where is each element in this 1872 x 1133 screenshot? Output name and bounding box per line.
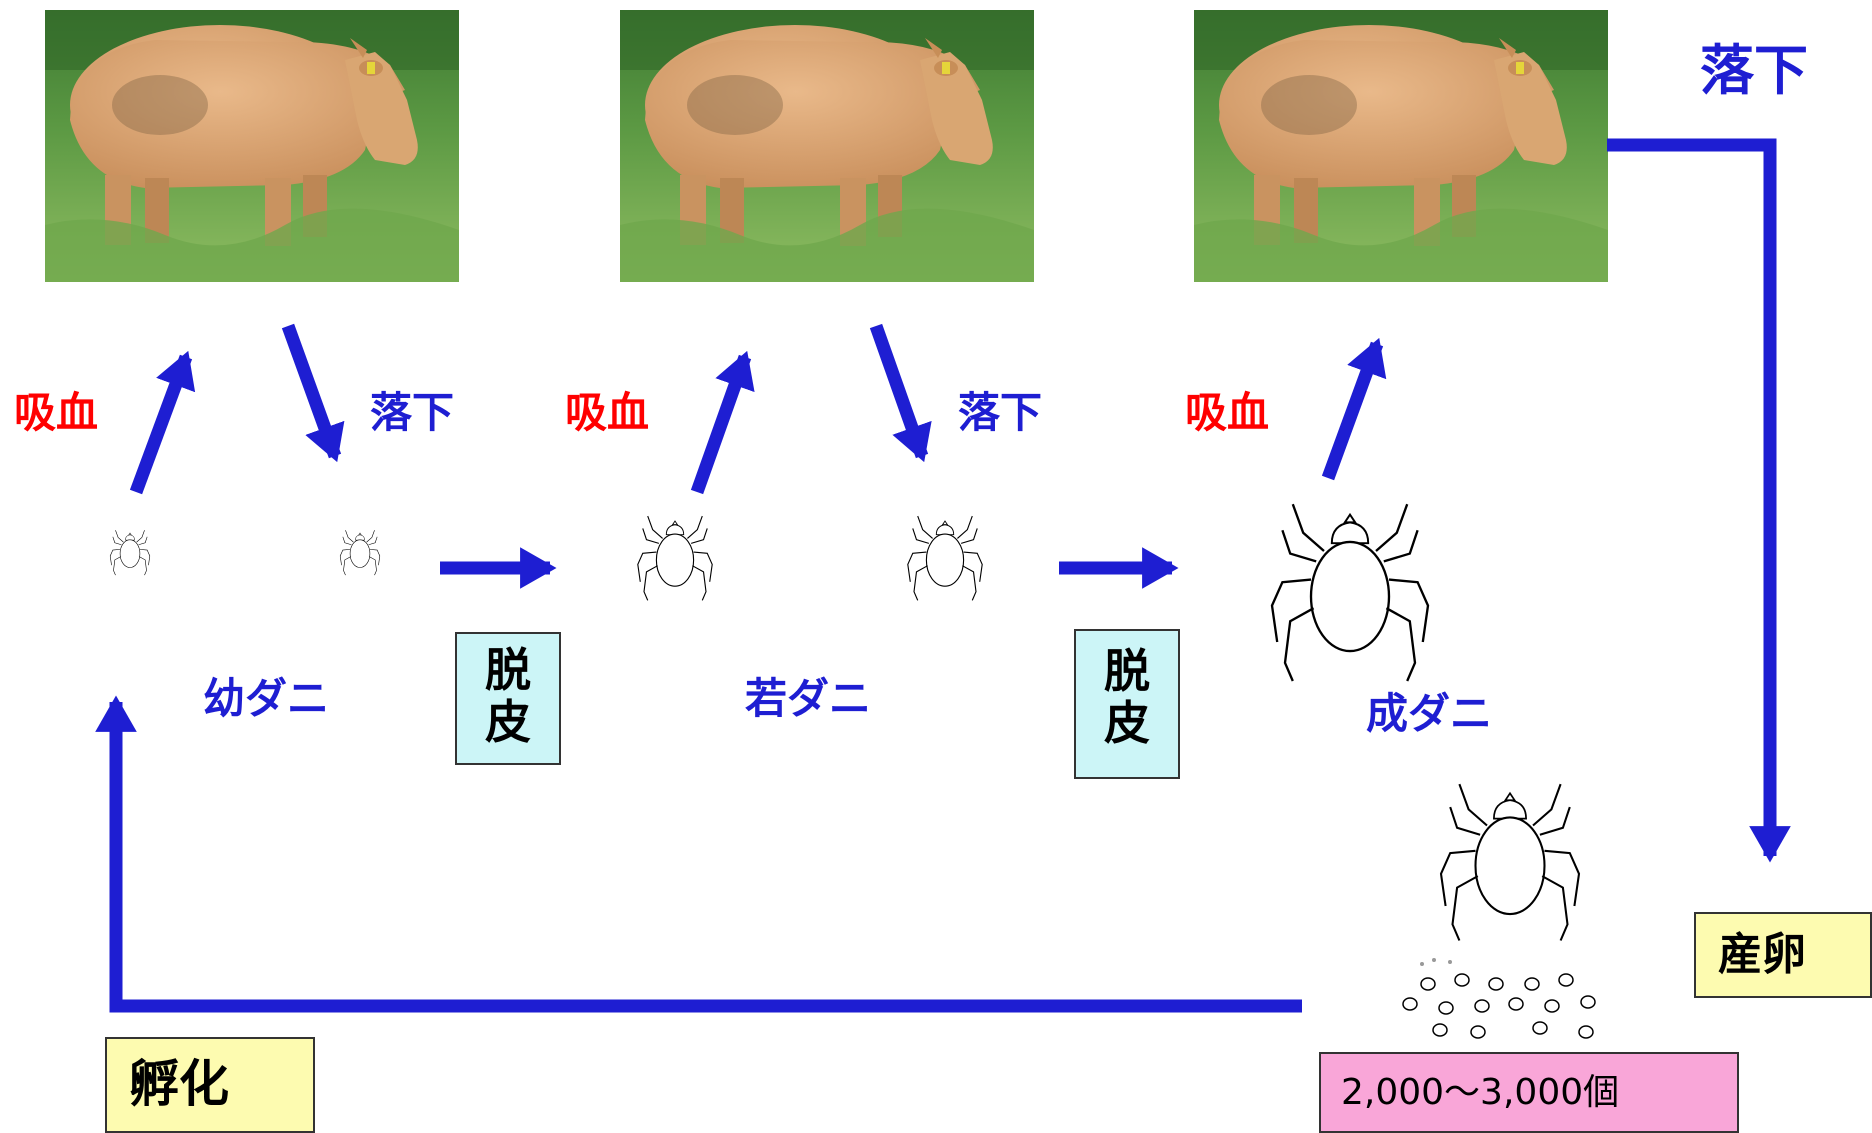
molt-char-2: 皮: [1104, 696, 1150, 750]
egg-scatter-dots: [1420, 958, 1452, 966]
oviposition-box: 産卵: [1694, 912, 1872, 998]
cow-photo-adult-host: [1194, 10, 1608, 282]
nymph-tick-icon: [637, 515, 713, 601]
drop-arrow-adult: [1607, 138, 1791, 863]
molt-box-2: 脱 皮: [1074, 629, 1180, 779]
feed-label-nymph: 吸血: [565, 388, 650, 437]
drop-arrow-larva: [281, 323, 345, 463]
feed-label-adult: 吸血: [1185, 388, 1270, 437]
feed-arrow-larva: [129, 350, 196, 495]
eggs-icon: [1402, 973, 1596, 1039]
molt-char-1: 脱: [1104, 644, 1150, 698]
molt-box-1: 脱 皮: [455, 632, 561, 765]
drop-label-adult: 落下: [1700, 39, 1808, 102]
cow-photo-nymph-host: [620, 10, 1034, 282]
hatching-box: 孵化: [105, 1037, 315, 1133]
adult-tick-icon: [1270, 503, 1430, 683]
feed-arrow-nymph: [690, 350, 755, 495]
nymph-tick-fed-icon: [907, 515, 983, 601]
larva-stage-label: 幼ダニ: [203, 674, 330, 723]
cow-photo-larva-host: [45, 10, 459, 282]
larva-tick-icon: [109, 529, 151, 576]
drop-label-nymph: 落下: [958, 388, 1043, 437]
hatch-arrow: [95, 695, 1302, 1013]
feed-label-larva: 吸血: [14, 388, 99, 437]
nymph-stage-label: 若ダニ: [745, 674, 872, 723]
feed-arrow-adult: [1321, 337, 1387, 481]
molt-char-1: 脱: [485, 643, 531, 697]
drop-arrow-nymph: [869, 323, 932, 463]
adult-stage-label: 成ダニ: [1366, 689, 1493, 738]
molt-char-2: 皮: [485, 695, 531, 749]
egg-count-box: 2,000〜3,000個: [1319, 1052, 1739, 1133]
drop-label-larva: 落下: [370, 388, 455, 437]
ovipositing-tick-icon: [1439, 783, 1581, 942]
larva-tick-fed-icon: [339, 529, 381, 576]
